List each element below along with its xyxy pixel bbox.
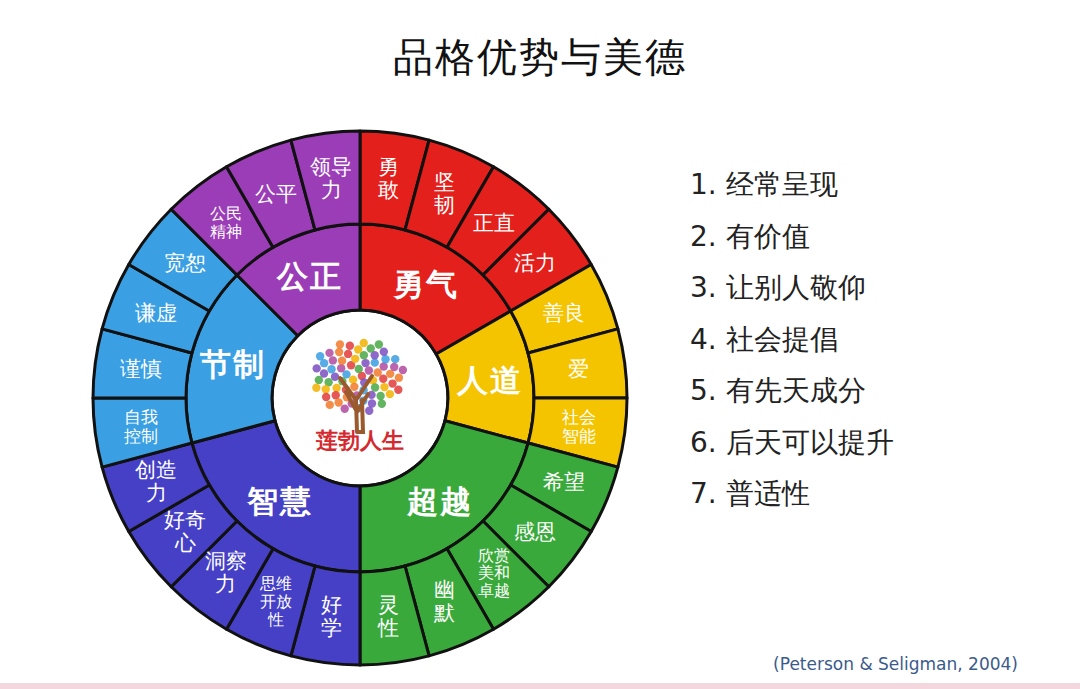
sector-fill — [93, 398, 192, 467]
leaf-dot — [376, 392, 384, 400]
leaf-dot — [344, 350, 352, 358]
leaf-dot — [379, 362, 387, 370]
strength-name: 公平 — [255, 183, 297, 206]
leaf-dot — [355, 365, 363, 373]
leaf-dot — [399, 366, 407, 374]
leaf-dot — [322, 393, 330, 401]
virtue-name: 勇气 — [393, 266, 459, 303]
leaf-dot — [380, 348, 388, 356]
sector-fill — [291, 131, 360, 230]
leaf-dot — [391, 355, 399, 363]
leaf-dot — [365, 366, 373, 374]
sector-fill — [360, 566, 429, 665]
strength-name: 感恩 — [514, 521, 556, 544]
leaf-dot — [338, 357, 346, 365]
strength-name: 勇敢 — [378, 156, 399, 202]
criteria-item: 7. 普适性 — [690, 475, 810, 513]
virtue-name: 超越 — [407, 483, 473, 520]
leaf-dot — [316, 352, 324, 360]
leaf-dot — [322, 385, 330, 393]
strength-name: 爱 — [568, 358, 589, 381]
strength-name: 善良 — [543, 302, 585, 325]
leaf-dot — [332, 384, 340, 392]
leaf-dot — [379, 375, 387, 383]
leaf-dot — [335, 348, 343, 356]
strength-name: 正直 — [473, 212, 515, 235]
virtue-name: 公正 — [277, 258, 343, 295]
strength-name: 社会智能 — [562, 408, 596, 445]
brand-name: 莲勃人生 — [272, 428, 448, 454]
leaf-dot — [337, 364, 345, 372]
strength-name: 思维开放性 — [260, 575, 292, 628]
citation: (Peterson & Seligman, 2004) — [773, 654, 1018, 674]
virtue-name: 节制 — [200, 346, 266, 383]
strength-name: 活力 — [514, 252, 556, 275]
strength-name: 谦虚 — [135, 302, 177, 325]
leaf-dot — [329, 356, 337, 364]
leaf-dot — [380, 383, 388, 391]
criteria-item: 1. 经常呈现 — [690, 166, 838, 204]
strength-name: 公民精神 — [210, 205, 242, 240]
tree-illustration — [312, 339, 407, 432]
strength-name: 好奇心 — [164, 509, 206, 555]
strength-name: 灵性 — [378, 594, 399, 640]
criteria-item: 4. 社会提倡 — [690, 321, 838, 359]
leaf-dot — [332, 391, 340, 399]
strength-name: 希望 — [543, 471, 585, 494]
strength-name: 自我控制 — [124, 408, 158, 445]
virtue-name: 智慧 — [247, 483, 313, 520]
leaf-dot — [371, 383, 379, 391]
leaf-dot — [367, 344, 375, 352]
bottom-strip — [0, 683, 1080, 689]
strength-name: 谨慎 — [120, 358, 162, 381]
leaf-dot — [349, 375, 357, 383]
leaf-dot — [341, 405, 349, 413]
strength-name: 宽恕 — [164, 252, 206, 275]
leaf-dot — [368, 399, 376, 407]
leaf-dot — [331, 373, 339, 381]
leaf-dot — [326, 401, 334, 409]
leaf-dot — [375, 340, 383, 348]
leaf-dot — [388, 379, 396, 387]
leaf-dot — [394, 385, 402, 393]
leaf-dot — [351, 355, 359, 363]
leaf-dot — [315, 376, 323, 384]
leaf-dot — [350, 383, 358, 391]
sector-shape — [90, 128, 630, 668]
strength-sector: 领导力 — [90, 128, 630, 668]
leaf-dot — [312, 364, 320, 372]
leaf-dot — [334, 398, 342, 406]
strength-name: 创造力 — [135, 459, 177, 505]
criteria-item: 2. 有价值 — [690, 218, 810, 256]
leaf-dot — [361, 359, 369, 367]
strength-name: 幽默 — [434, 579, 455, 625]
leaf-dot — [395, 373, 403, 381]
leaf-dot — [327, 365, 335, 373]
strength-name: 洞察力 — [205, 550, 247, 596]
criteria-item: 6. 后天可以提升 — [690, 424, 894, 462]
leaf-dot — [386, 390, 394, 398]
leaf-dot — [378, 400, 386, 408]
strength-name: 欣赏美和卓越 — [478, 547, 510, 600]
criteria-item: 5. 有先天成分 — [690, 372, 866, 410]
leaf-dot — [346, 342, 354, 350]
leaf-dot — [360, 339, 368, 347]
leaf-dot — [354, 345, 362, 353]
leaf-dot — [390, 363, 398, 371]
strength-name: 好学 — [321, 594, 342, 640]
leaf-dot — [312, 384, 320, 392]
leaf-dot — [381, 355, 389, 363]
leaf-dot — [336, 340, 344, 348]
strength-name: 领导力 — [310, 156, 352, 202]
leaf-dot — [371, 358, 379, 366]
leaf-dot — [365, 407, 373, 415]
leaf-dot — [325, 349, 333, 357]
title: 品格优势与美德 — [0, 30, 1080, 85]
virtue-name: 人道 — [457, 362, 523, 399]
strength-name: 坚韧 — [434, 171, 455, 217]
sector-fill — [528, 329, 627, 398]
criteria-item: 3. 让别人敬仰 — [690, 269, 866, 307]
